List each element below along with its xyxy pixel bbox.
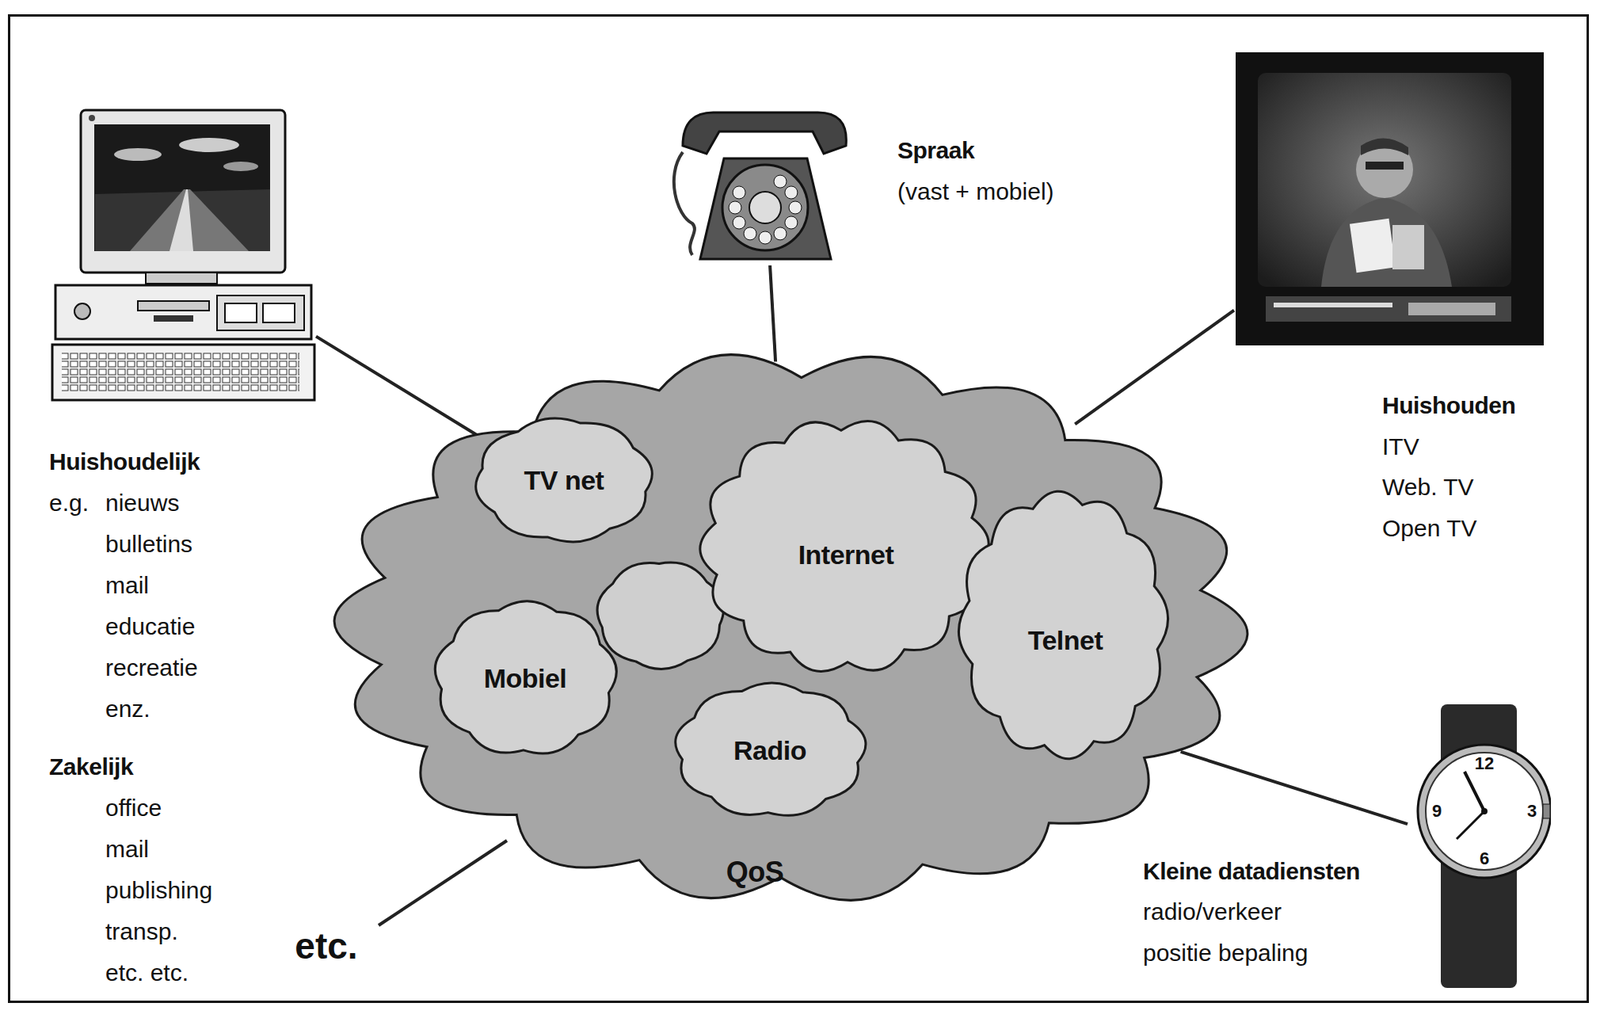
subnetwork-cloud: Internet — [693, 413, 995, 679]
inner-cloud-shape-outline — [675, 682, 866, 816]
service-item: transp. — [105, 917, 179, 946]
service-item: publishing — [105, 876, 213, 905]
service-item: educatie — [105, 612, 195, 641]
subnetwork-cloud: Telnet — [953, 484, 1174, 766]
dial-hole — [784, 216, 798, 229]
inner-cloud-shape-outline — [434, 601, 617, 754]
inner-cloud-shape-outline — [958, 491, 1168, 759]
dial-hole — [773, 175, 787, 188]
service-item: (vast + mobiel) — [897, 177, 1055, 206]
telephone-illustration — [668, 96, 862, 266]
group-heading: Huishoudelijk — [49, 447, 200, 477]
dial-hole — [732, 186, 746, 199]
service-item: office — [105, 793, 162, 823]
cloud-label: Internet — [798, 538, 895, 572]
service-item: Open TV — [1382, 514, 1478, 543]
service-item: mail — [105, 834, 149, 864]
computer-illustration — [50, 106, 317, 404]
service-item: Web. TV — [1382, 472, 1475, 502]
service-item: positie bepaling — [1142, 938, 1309, 968]
device-node: HuishoudenITVWeb. TVOpen TV — [1234, 50, 1546, 347]
dial-hole — [788, 201, 802, 214]
connector-line — [1074, 310, 1235, 425]
group-heading: Huishouden — [1382, 391, 1516, 420]
cloud-label: Telnet — [1028, 624, 1104, 657]
service-item: enz. — [105, 694, 151, 724]
cloud-label: QoS — [726, 854, 785, 889]
watch-illustration — [1407, 704, 1551, 990]
group-heading: Spraak — [897, 136, 975, 165]
extra-cloud-shape-outline — [597, 562, 724, 670]
dial-hole — [732, 216, 746, 229]
device-node: Kleine datadienstenradio/verkeerpositie … — [1407, 704, 1551, 990]
service-item: ITV — [1382, 432, 1420, 461]
watch-numeral: 9 — [1432, 800, 1442, 822]
dial-hole — [773, 227, 787, 240]
watch-numeral: 12 — [1474, 753, 1494, 774]
service-item: bulletins — [105, 529, 193, 559]
cloud-label: TV net — [524, 464, 605, 497]
service-item: etc. etc. — [105, 958, 189, 987]
connector-line — [316, 336, 482, 439]
group-heading: Zakelijk — [49, 752, 134, 781]
inner-cloud-shape-outline — [700, 420, 989, 671]
outer-cloud-shape-outline — [334, 354, 1248, 901]
dial-hole — [743, 227, 757, 240]
etc-label: etc. — [294, 924, 358, 968]
cloud-label: Radio — [733, 734, 807, 767]
connector-line — [1180, 751, 1408, 824]
device-node: Spraak(vast + mobiel) — [668, 96, 862, 266]
service-item: nieuws — [105, 488, 180, 518]
watch-numeral: 6 — [1479, 848, 1490, 869]
subnetwork-cloud: Mobiel — [428, 596, 623, 761]
television-illustration — [1234, 50, 1546, 347]
dial-hole — [758, 231, 772, 244]
subnetwork-cloud: TV net — [468, 413, 660, 547]
group-heading: Kleine datadiensten — [1142, 857, 1360, 886]
service-item: mail — [105, 571, 149, 600]
subnetwork-cloud: Radio — [668, 678, 873, 822]
dial-hole — [784, 186, 798, 199]
device-node: Huishoudelijke.g.nieuwsbulletinsmaileduc… — [50, 106, 317, 404]
connector-line — [769, 265, 776, 362]
service-item: recreatie — [105, 653, 199, 682]
cloud-label: Mobiel — [483, 662, 568, 695]
service-item: radio/verkeer — [1142, 897, 1282, 926]
watch-numeral: 3 — [1527, 800, 1537, 822]
network-cloud: QoS TV netInternetMobielRadio Telnet — [316, 341, 1265, 914]
service-item: e.g. — [49, 488, 89, 518]
dial-hole — [728, 201, 742, 214]
inner-cloud-shape-outline — [476, 418, 653, 542]
